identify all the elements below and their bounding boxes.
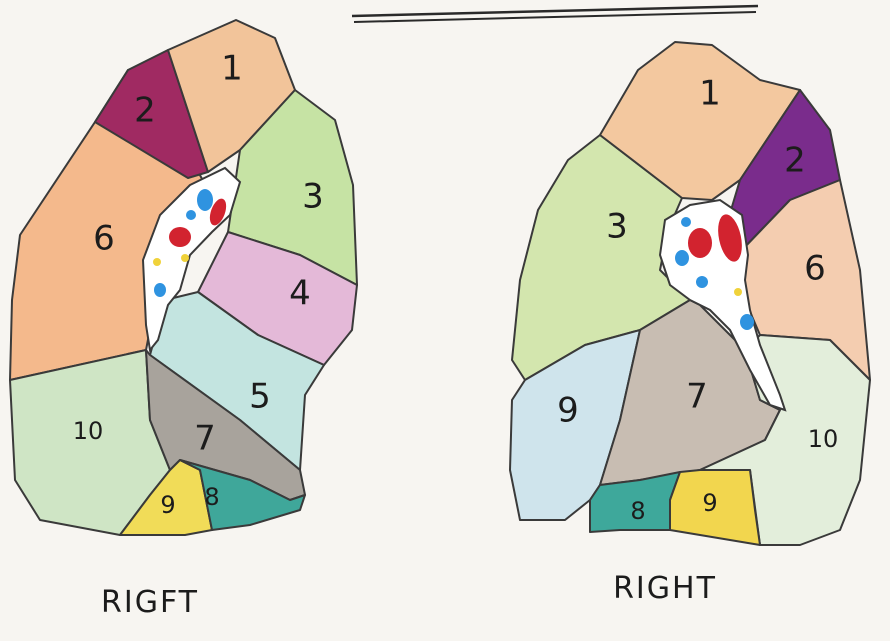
left-vein-1 (197, 189, 213, 211)
left-vein-3 (154, 283, 166, 297)
header-rule (352, 6, 758, 16)
right-label-7: 7 (686, 377, 708, 417)
right-label-6: 6 (804, 249, 826, 289)
right-caption: RIGHT (613, 571, 717, 606)
right-lung: 1 2 3 6 9 7 10 8 9 RIGHT (510, 42, 870, 606)
right-vein-4 (740, 314, 754, 330)
right-label-3: 3 (606, 207, 628, 247)
right-label-8: 8 (630, 497, 645, 525)
left-label-4: 4 (289, 274, 311, 314)
left-artery-2 (169, 227, 191, 247)
left-label-6: 6 (93, 219, 115, 259)
left-label-2: 2 (134, 91, 156, 131)
left-label-1: 1 (221, 49, 243, 89)
left-label-8: 8 (204, 483, 219, 511)
right-artery-1 (688, 228, 712, 258)
left-label-5: 5 (249, 377, 271, 417)
right-label-5b: 9 (557, 391, 579, 431)
left-lung: 1 2 3 4 5 6 7 8 9 10 RIGFT (10, 20, 357, 620)
left-caption: RIGFT (101, 585, 199, 620)
right-vein-1 (675, 250, 689, 266)
right-vein-3 (696, 276, 708, 288)
left-vein-2 (186, 210, 196, 220)
right-bronchus-1 (734, 288, 742, 296)
left-label-7: 7 (194, 419, 216, 459)
right-label-2: 2 (784, 141, 806, 181)
right-label-9: 9 (702, 489, 717, 517)
left-label-9: 9 (160, 491, 175, 519)
right-label-1: 1 (699, 74, 721, 114)
left-bronchus-2 (181, 254, 189, 262)
right-vein-2 (681, 217, 691, 227)
left-label-10: 10 (73, 417, 104, 445)
right-label-10: 10 (808, 425, 839, 453)
left-bronchus-1 (153, 258, 161, 266)
left-label-3: 3 (302, 177, 324, 217)
